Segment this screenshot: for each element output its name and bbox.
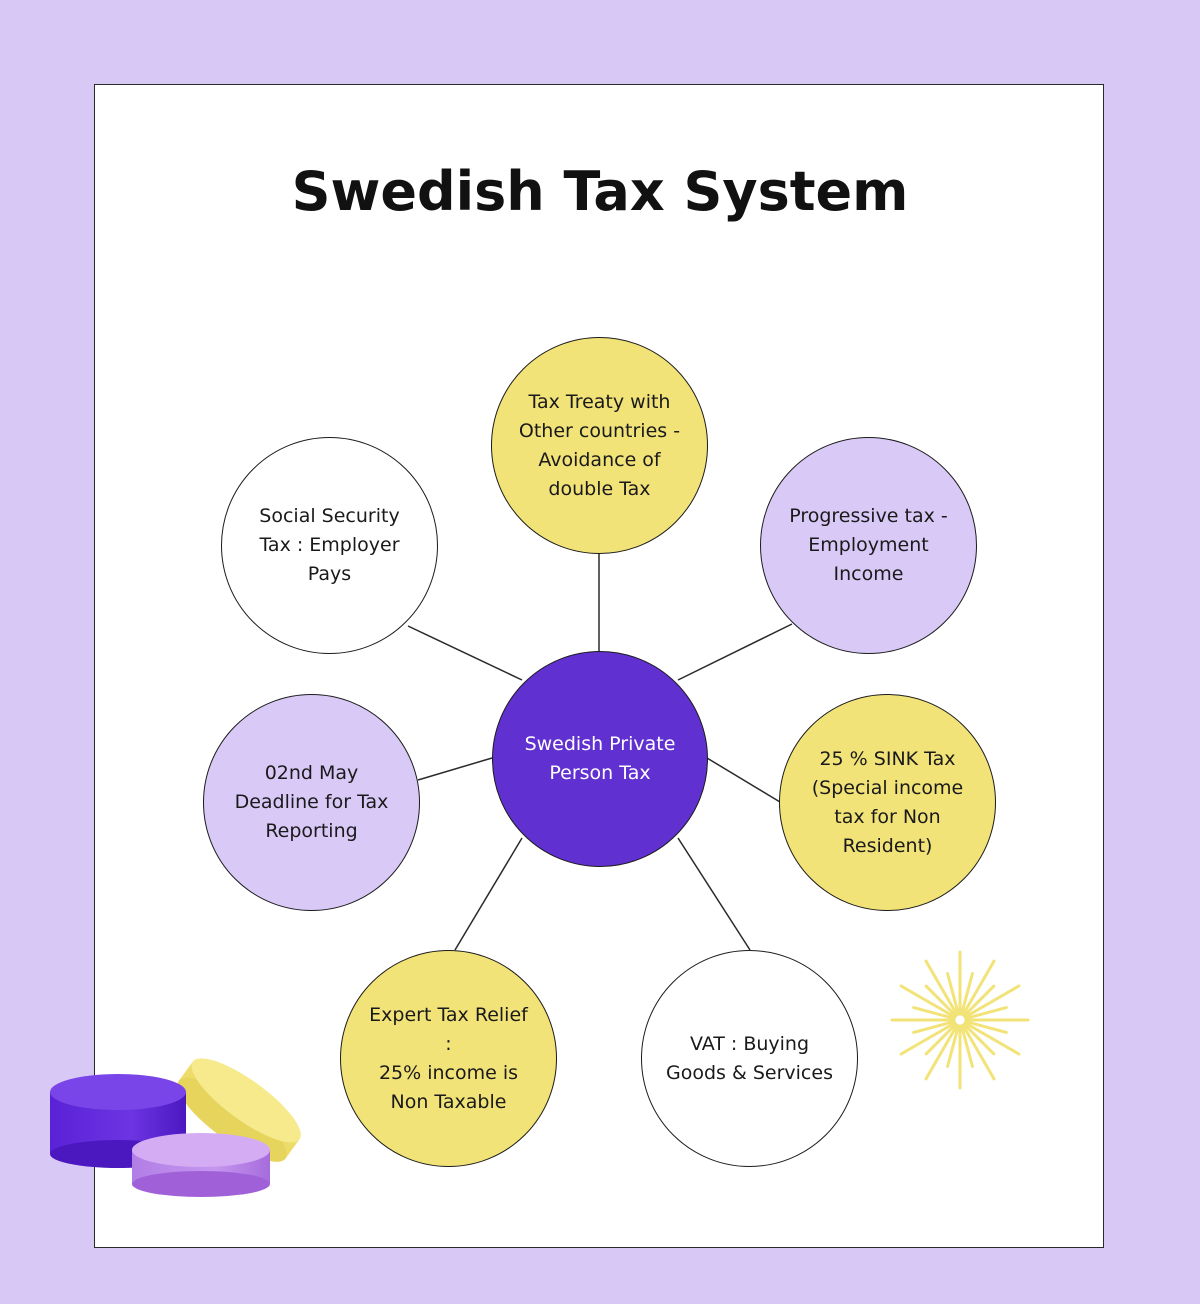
connector-social-security [407, 625, 523, 681]
connector-deadline [417, 757, 493, 781]
connector-expert-tax-relief [454, 837, 523, 951]
page-title: Swedish Tax System [291, 160, 909, 223]
connector-progressive-tax [677, 623, 793, 681]
connector-vat [677, 837, 751, 951]
connector-sink-tax [706, 757, 781, 803]
